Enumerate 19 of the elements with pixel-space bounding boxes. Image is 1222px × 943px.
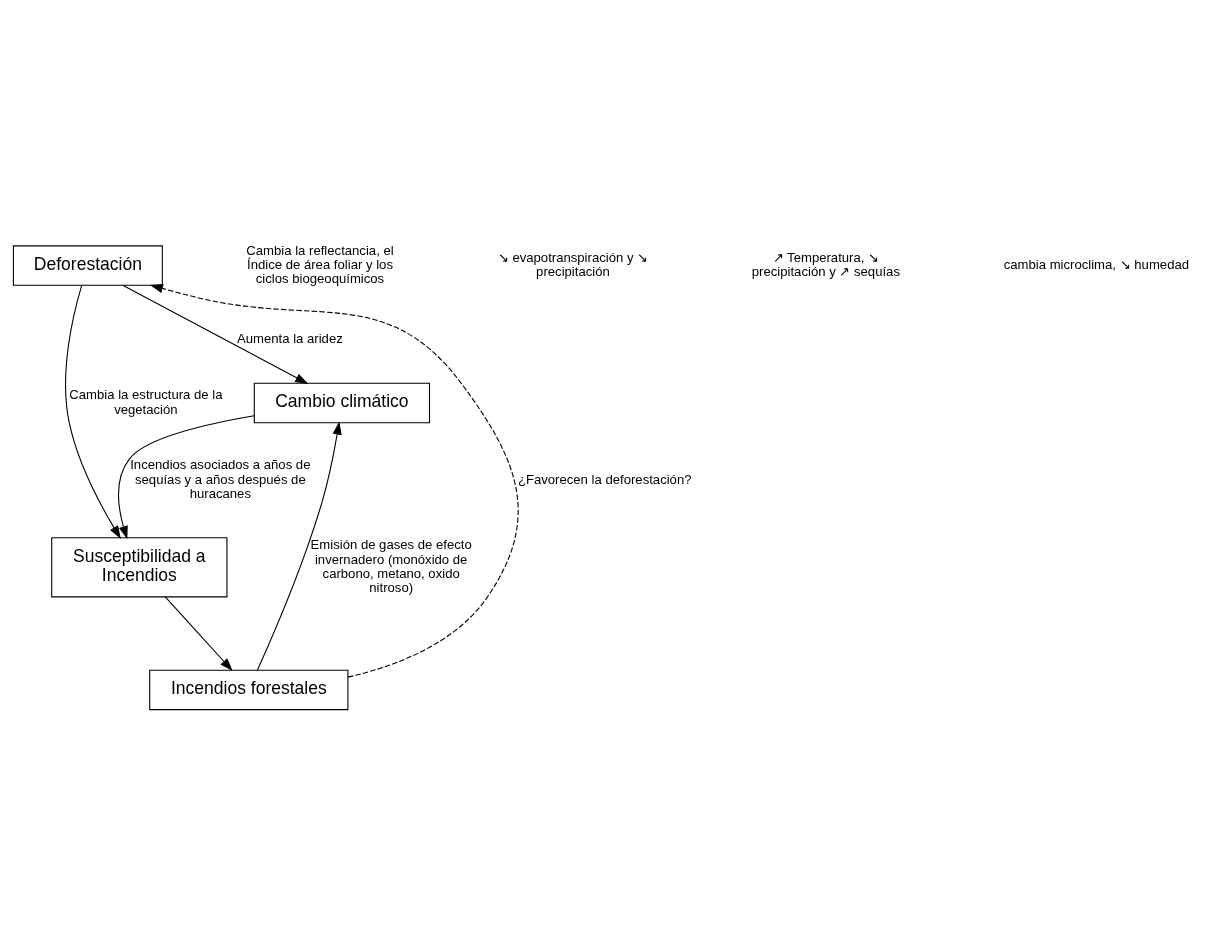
edge-label: ¿Favorecen la deforestación? <box>517 471 692 487</box>
arrow <box>118 414 255 539</box>
node-box: Susceptibilidad a Incendios <box>51 536 228 597</box>
node-box: Cambio climático <box>253 382 431 423</box>
arrow <box>256 420 342 671</box>
label: ↗ Temperatura, ↘ precipitación y ↗ sequías <box>751 249 900 279</box>
edge-label: Aumenta la aridez <box>236 330 343 346</box>
arrow <box>149 283 519 678</box>
node-box: Deforestación <box>12 244 163 286</box>
edge-label: Incendios asociados a años de sequías y a años después de huracanes <box>130 456 311 501</box>
label: cambia microclima, ↘ humedad <box>1003 256 1190 272</box>
label: Cambia la reflectancia, el Índice de área foliar y los ciclos biogeoquímicos <box>246 242 394 286</box>
arrow <box>65 284 121 539</box>
edge-label: Emisión de gases de efecto invernadero (monóxido de carbono, metano, oxido nitroso) <box>310 536 472 595</box>
arrow <box>164 595 233 671</box>
node-box: Incendios forestales <box>149 669 349 710</box>
edge-label: Cambia la estructura de la vegetación <box>69 386 223 417</box>
arrow <box>122 284 309 384</box>
label: ↘ evapotranspiración y ↘ precipitación <box>497 249 649 279</box>
